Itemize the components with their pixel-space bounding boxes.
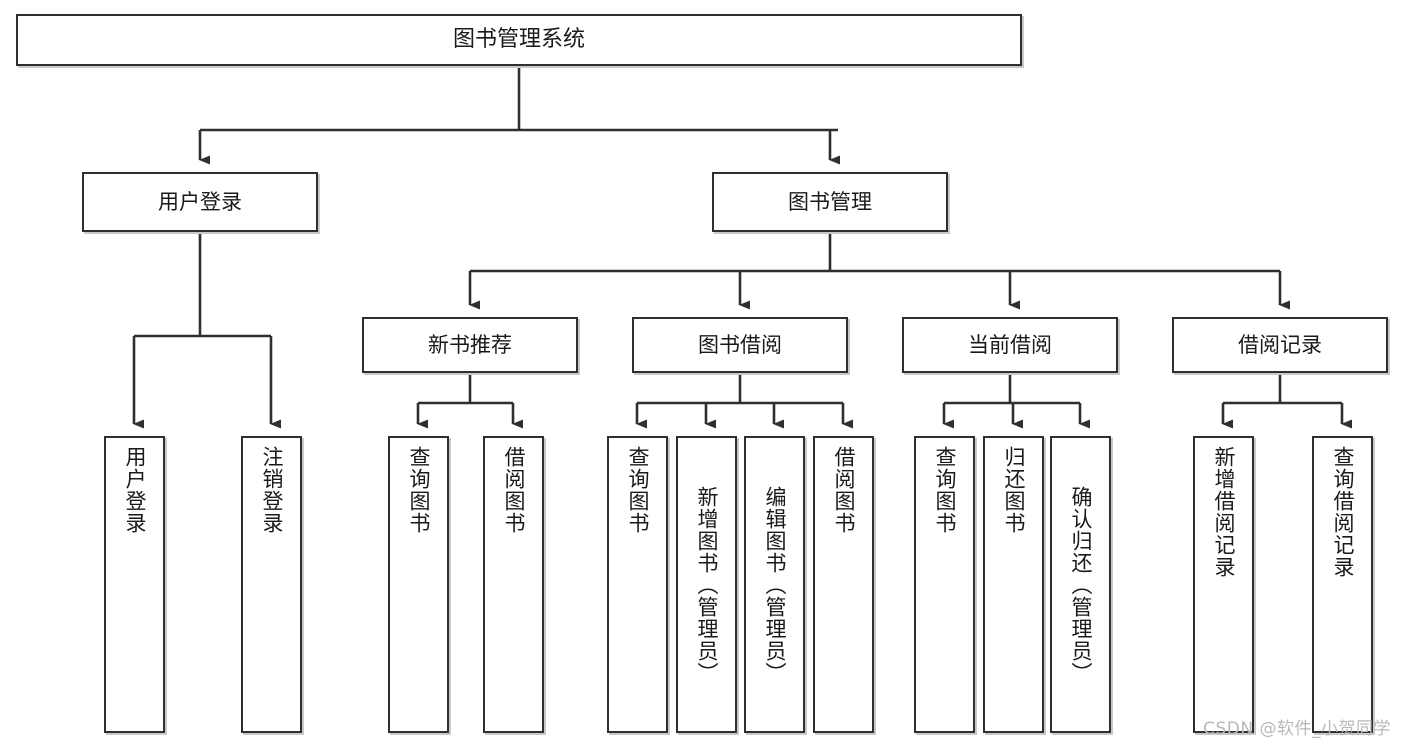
- leaf-query-books-current[interactable]: 查询图书: [914, 436, 975, 733]
- node-user-login[interactable]: 用户登录: [82, 172, 318, 232]
- leaf-query-borrow-record[interactable]: 查询借阅记录: [1312, 436, 1373, 733]
- leaf-add-book-admin[interactable]: 新增图书（管理员）: [676, 436, 737, 733]
- node-label: 编辑图书（管理员）: [763, 485, 787, 684]
- node-label: 新增借阅记录: [1212, 446, 1236, 578]
- leaf-add-borrow-record[interactable]: 新增借阅记录: [1193, 436, 1254, 733]
- leaf-return-books[interactable]: 归还图书: [983, 436, 1044, 733]
- node-label: 当前借阅: [968, 332, 1052, 357]
- node-label: 新书推荐: [428, 332, 512, 357]
- node-book-borrowing[interactable]: 图书借阅: [632, 317, 848, 373]
- leaf-logout[interactable]: 注销登录: [241, 436, 302, 733]
- leaf-confirm-return-admin[interactable]: 确认归还（管理员）: [1050, 436, 1111, 733]
- node-label: 注销登录: [260, 446, 284, 534]
- leaf-borrow-books[interactable]: 借阅图书: [813, 436, 874, 733]
- node-borrowing-record[interactable]: 借阅记录: [1172, 317, 1388, 373]
- node-label: 借阅图书: [502, 446, 526, 534]
- node-label: 查询借阅记录: [1331, 446, 1355, 578]
- leaf-query-books-newbook[interactable]: 查询图书: [388, 436, 449, 733]
- node-label: 确认归还（管理员）: [1069, 485, 1093, 684]
- leaf-user-login[interactable]: 用户登录: [104, 436, 165, 733]
- leaf-query-books-borrow[interactable]: 查询图书: [607, 436, 668, 733]
- node-label: 图书借阅: [698, 332, 782, 357]
- node-label: 查询图书: [626, 446, 650, 534]
- node-new-book-recommendation[interactable]: 新书推荐: [362, 317, 578, 373]
- node-label: 图书管理系统: [452, 27, 585, 53]
- node-label: 图书管理: [788, 189, 872, 214]
- leaf-edit-book-admin[interactable]: 编辑图书（管理员）: [744, 436, 805, 733]
- leaf-borrow-books-newbook[interactable]: 借阅图书: [483, 436, 544, 733]
- node-root-book-management-system[interactable]: 图书管理系统: [16, 14, 1022, 66]
- node-label: 借阅记录: [1238, 332, 1322, 357]
- csdn-watermark: CSDN @软件_小贺同学: [1203, 719, 1391, 739]
- node-label: 查询图书: [407, 446, 431, 534]
- node-label: 新增图书（管理员）: [695, 485, 719, 684]
- node-book-management[interactable]: 图书管理: [712, 172, 948, 232]
- node-label: 用户登录: [158, 189, 242, 214]
- node-label: 查询图书: [933, 446, 957, 534]
- node-label: 归还图书: [1002, 446, 1026, 534]
- node-current-borrowing[interactable]: 当前借阅: [902, 317, 1118, 373]
- node-label: 用户登录: [123, 446, 147, 534]
- node-label: 借阅图书: [832, 446, 856, 534]
